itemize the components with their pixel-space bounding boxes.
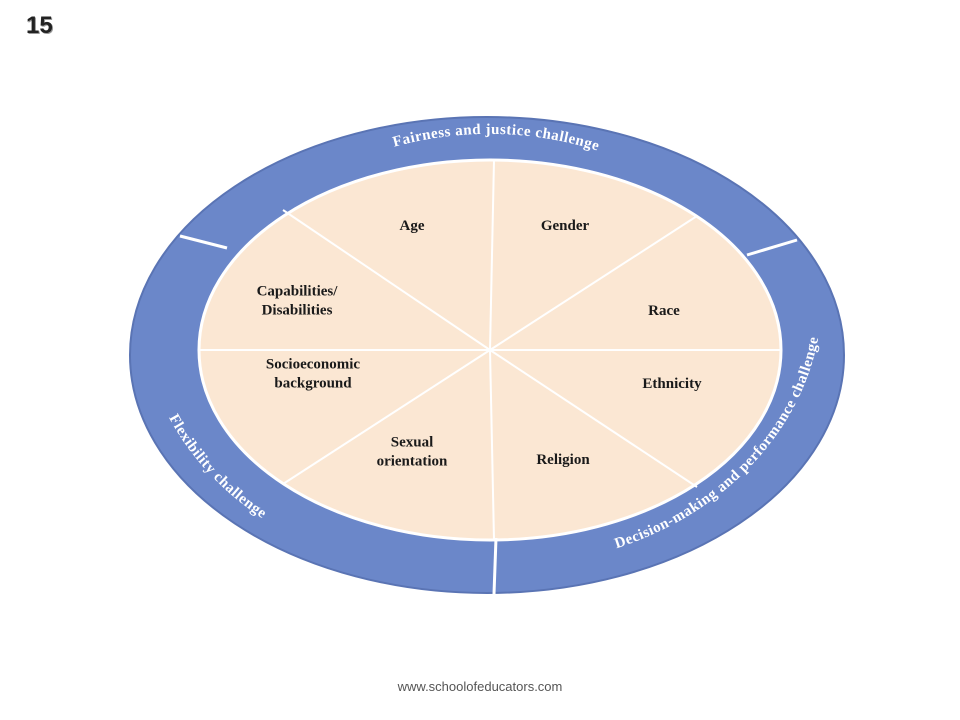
segment-label-line: background [274, 376, 352, 392]
segment-divider [282, 209, 491, 351]
segment-divider [489, 349, 698, 488]
segment-label: Ethnicity [642, 376, 702, 392]
segment-divider [489, 349, 495, 541]
segment-label-line: Socioeconomic [266, 357, 360, 373]
segment-label-line: Ethnicity [642, 376, 702, 392]
ring-divider-top-left [179, 234, 228, 250]
segment-divider [282, 349, 491, 485]
segment-label-line: Capabilities/ [257, 284, 339, 300]
segment-label: Religion [536, 452, 590, 468]
ring-divider-top-right [746, 238, 798, 257]
segment-dividers [199, 159, 781, 541]
segment-label-line: Gender [541, 218, 590, 234]
segment-label-line: Race [648, 303, 680, 319]
segment-label: Race [648, 303, 680, 319]
segment-label: Socioeconomic background [266, 357, 360, 392]
segment-label: Capabilities/Disabilities [257, 284, 339, 319]
ring-divider-bottom [492, 537, 498, 595]
segment-divider [489, 215, 698, 351]
footer-website: www.schoolofeducators.com [397, 679, 563, 694]
segment-label-line: Sexual [391, 435, 434, 451]
segment-divider [489, 159, 495, 351]
segment-label: Age [400, 218, 425, 234]
segment-label: Gender [541, 218, 590, 234]
slide-number: 15 [26, 12, 53, 39]
segment-label-line: Disabilities [262, 303, 333, 319]
segment-label-line: Religion [536, 452, 590, 468]
segment-label: Sexual orientation [377, 435, 448, 470]
segment-label-line: orientation [377, 454, 448, 470]
segment-label-line: Age [400, 218, 425, 234]
